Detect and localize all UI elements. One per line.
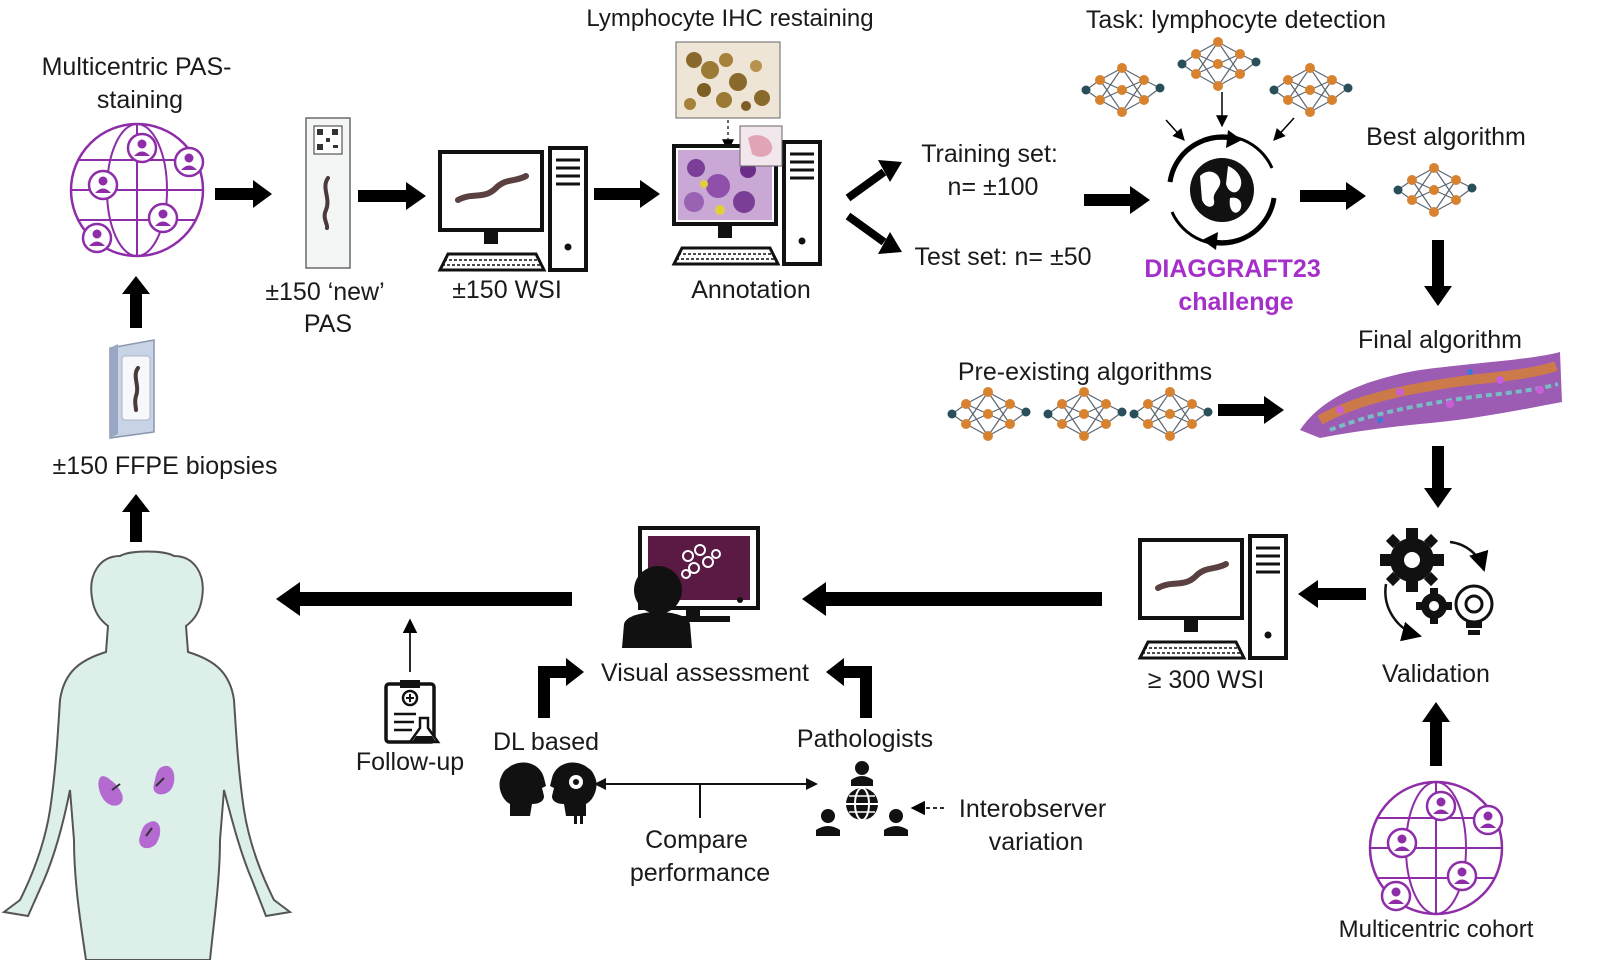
neural-network-icon	[946, 386, 1032, 442]
neural-network-icon	[1176, 36, 1262, 92]
tissue-block-icon	[109, 339, 155, 439]
interobserver-label: Interobserver variation	[959, 795, 1113, 856]
global-challenge-icon	[1167, 130, 1277, 250]
neural-network-icon	[1128, 386, 1214, 442]
final-tissue-map-icon	[1300, 352, 1562, 438]
arrow-preexisting-to-final	[1218, 396, 1284, 424]
arrow-body-to-biopsies	[122, 494, 150, 542]
training-set-label: Training set: n= ±100	[921, 140, 1065, 201]
arrow-cohort-to-validation	[1422, 702, 1450, 766]
clipboard-flask-icon	[384, 680, 441, 744]
best-algorithm-label: Best algorithm	[1366, 123, 1526, 151]
multicentric-pas-label: Multicentric PAS- staining	[42, 53, 239, 114]
gears-bulb-icon	[1380, 528, 1494, 642]
challenge-label: DIAGGRAFT23 challenge	[1144, 255, 1327, 316]
arrow-final-to-validation	[1424, 446, 1452, 508]
arrow-slide-to-computer	[358, 182, 426, 210]
multicentric-cohort-label: Multicentric cohort	[1339, 916, 1534, 943]
globe-people-icon	[69, 122, 205, 258]
dl-based-label: DL based	[493, 728, 599, 756]
neural-network-icon	[1268, 62, 1354, 118]
pathologist-group-icon	[816, 761, 908, 836]
arrow-challenge-to-best	[1300, 182, 1366, 210]
slide-barcode-icon	[305, 117, 351, 269]
ffpe-biopsies-label: ±150 FFPE biopsies	[53, 452, 278, 480]
annotation-label: Annotation	[691, 276, 811, 304]
ihc-patch-icon	[675, 41, 781, 119]
compare-connector	[594, 778, 818, 818]
arrow-globe-to-slide	[215, 180, 272, 208]
arrow-to-test	[845, 212, 902, 254]
arrow-to-training	[845, 160, 902, 202]
globe-people-icon	[1368, 780, 1504, 916]
follow-up-label: Follow-up	[356, 748, 464, 776]
preexisting-label: Pre-existing algorithms	[958, 358, 1212, 386]
visual-assessment-label: Visual assessment	[601, 659, 809, 687]
compare-performance-label: Compare performance	[630, 826, 770, 887]
wsi-150-label: ±150 WSI	[452, 276, 562, 304]
pathologists-label: Pathologists	[797, 725, 933, 753]
wsi-300-label: ≥ 300 WSI	[1148, 666, 1265, 694]
validation-label: Validation	[1382, 660, 1490, 688]
arrow-best-to-final	[1424, 240, 1452, 306]
computer-wsi-icon	[438, 146, 588, 272]
task-label: Task: lymphocyte detection	[1086, 6, 1386, 34]
arrow-training-to-challenge	[1084, 186, 1150, 214]
test-set-label: Test set: n= ±50	[914, 243, 1091, 271]
ai-heads-icon	[499, 762, 597, 824]
new-pas-label: ±150 ‘new’ PAS	[265, 278, 390, 338]
neural-network-icon	[1042, 386, 1128, 442]
neural-network-icon	[1080, 62, 1166, 118]
final-algorithm-label: Final algorithm	[1358, 326, 1522, 354]
arrow-block-to-globe	[122, 276, 150, 328]
ihc-restaining-label: Lymphocyte IHC restaining	[586, 5, 873, 32]
arrow-validation-to-wsi	[1298, 580, 1366, 608]
viewer-person-icon	[622, 526, 760, 648]
arrow-wsi-to-viewer	[802, 582, 1102, 616]
arrow-computer-to-annotation	[594, 180, 660, 208]
human-body-kidneys-icon	[1, 550, 293, 960]
arrow-pathologists-to-assessment	[826, 658, 872, 718]
annotation-computer-icon	[672, 125, 822, 266]
arrow-viewer-to-body	[276, 582, 572, 616]
neural-network-icon	[1392, 162, 1478, 218]
arrow-dl-to-assessment	[538, 658, 584, 718]
computer-wsi-icon	[1138, 534, 1288, 660]
